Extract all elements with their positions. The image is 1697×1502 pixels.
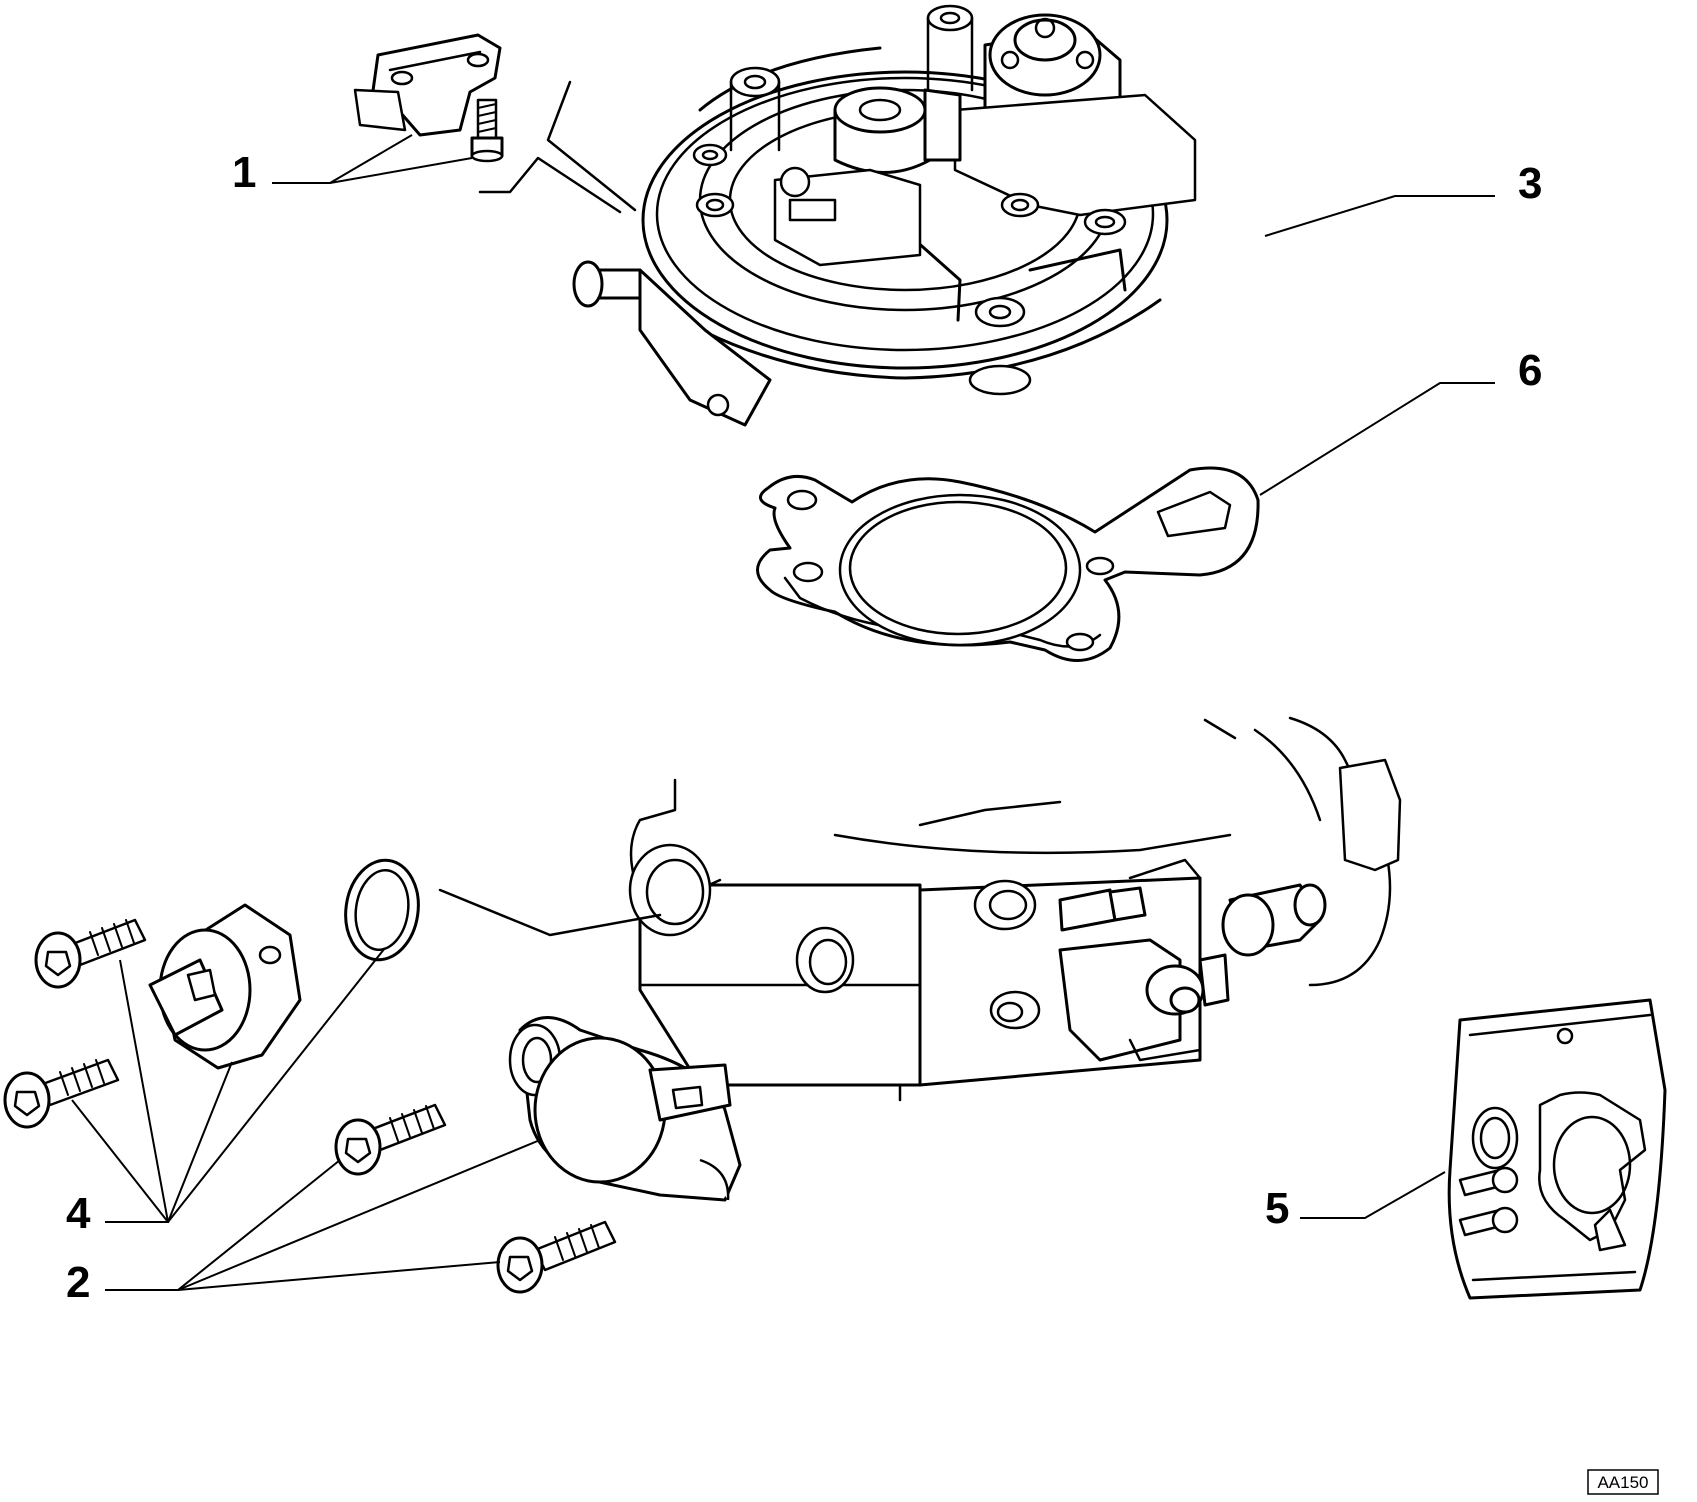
reference-code: AA150 [1597,1473,1648,1492]
callout-1: 1 [232,148,256,197]
part-2-position-sensor-and-screws [334,1016,742,1294]
leader-lines [71,134,1495,1291]
callout-6: 6 [1518,346,1542,395]
screw-4a [34,918,147,989]
callout-3: 3 [1518,159,1542,208]
callout-2: 2 [66,1258,90,1307]
screw-4b [3,1058,120,1129]
reference-code-box: AA150 [1587,1469,1659,1495]
part-4-sensor-and-screws [3,903,302,1129]
part-5-gasket-kit [1447,998,1667,1300]
screw-2b [496,1220,617,1294]
part-3-injector-housing [478,4,1197,427]
callout-4: 4 [66,1189,91,1238]
screw-2a [334,1103,447,1176]
throttle-body-lower [438,716,1402,1102]
o-ring [344,858,420,962]
part-6-gasket [756,466,1260,662]
part-1-clamp-and-screw [353,33,504,163]
callout-5: 5 [1265,1184,1289,1233]
callout-labels: 1 3 6 4 2 5 [66,148,1542,1307]
